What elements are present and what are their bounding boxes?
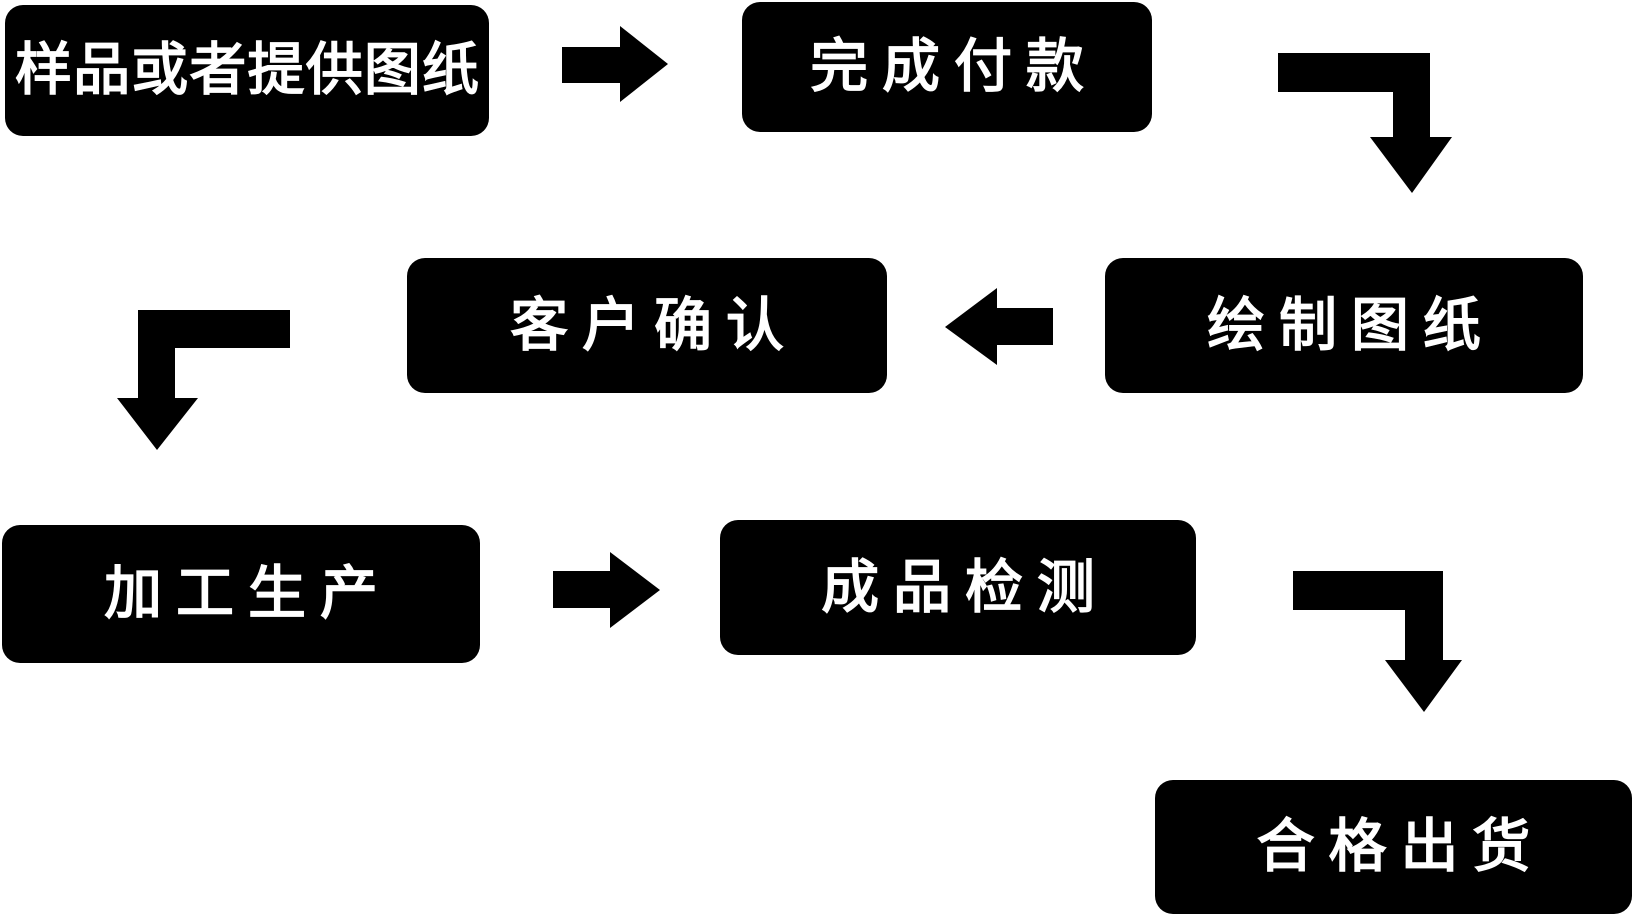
arrow-right-icon [562, 26, 668, 102]
flow-node-shipment-label: 合格出货 [1256, 814, 1545, 879]
arrow-elbow-shape [1293, 571, 1462, 712]
flow-node-inspection: 成品检测 [720, 520, 1196, 655]
flow-node-shipment: 合格出货 [1155, 780, 1632, 914]
flow-node-drawing: 绘制图纸 [1105, 258, 1583, 393]
flow-node-payment-label: 完成付款 [810, 34, 1098, 99]
flow-node-drawing-label: 绘制图纸 [1207, 292, 1495, 358]
arrow-elbow-right-down-icon [1278, 53, 1452, 193]
arrow-right-shape [553, 552, 660, 628]
arrow-elbow-shape [1278, 53, 1452, 193]
arrow-right-shape [562, 26, 668, 102]
flow-node-sample-label: 样品或者提供图纸 [15, 38, 481, 102]
flow-node-payment: 完成付款 [742, 2, 1152, 132]
flow-node-confirm: 客户确认 [407, 258, 887, 393]
flow-node-production-label: 加工生产 [104, 561, 392, 626]
flow-node-inspection-label: 成品检测 [821, 554, 1109, 620]
arrow-left-icon [945, 288, 1053, 365]
arrow-elbow-left-down-icon [117, 310, 290, 450]
flow-node-confirm-label: 客户确认 [510, 292, 798, 358]
arrow-right-icon [553, 552, 660, 628]
arrow-elbow-shape [117, 310, 290, 450]
arrow-left-shape [945, 288, 1053, 365]
flow-node-production: 加工生产 [2, 525, 480, 663]
arrow-elbow-right-down-icon [1293, 571, 1462, 712]
flow-node-sample: 样品或者提供图纸 [5, 5, 489, 136]
